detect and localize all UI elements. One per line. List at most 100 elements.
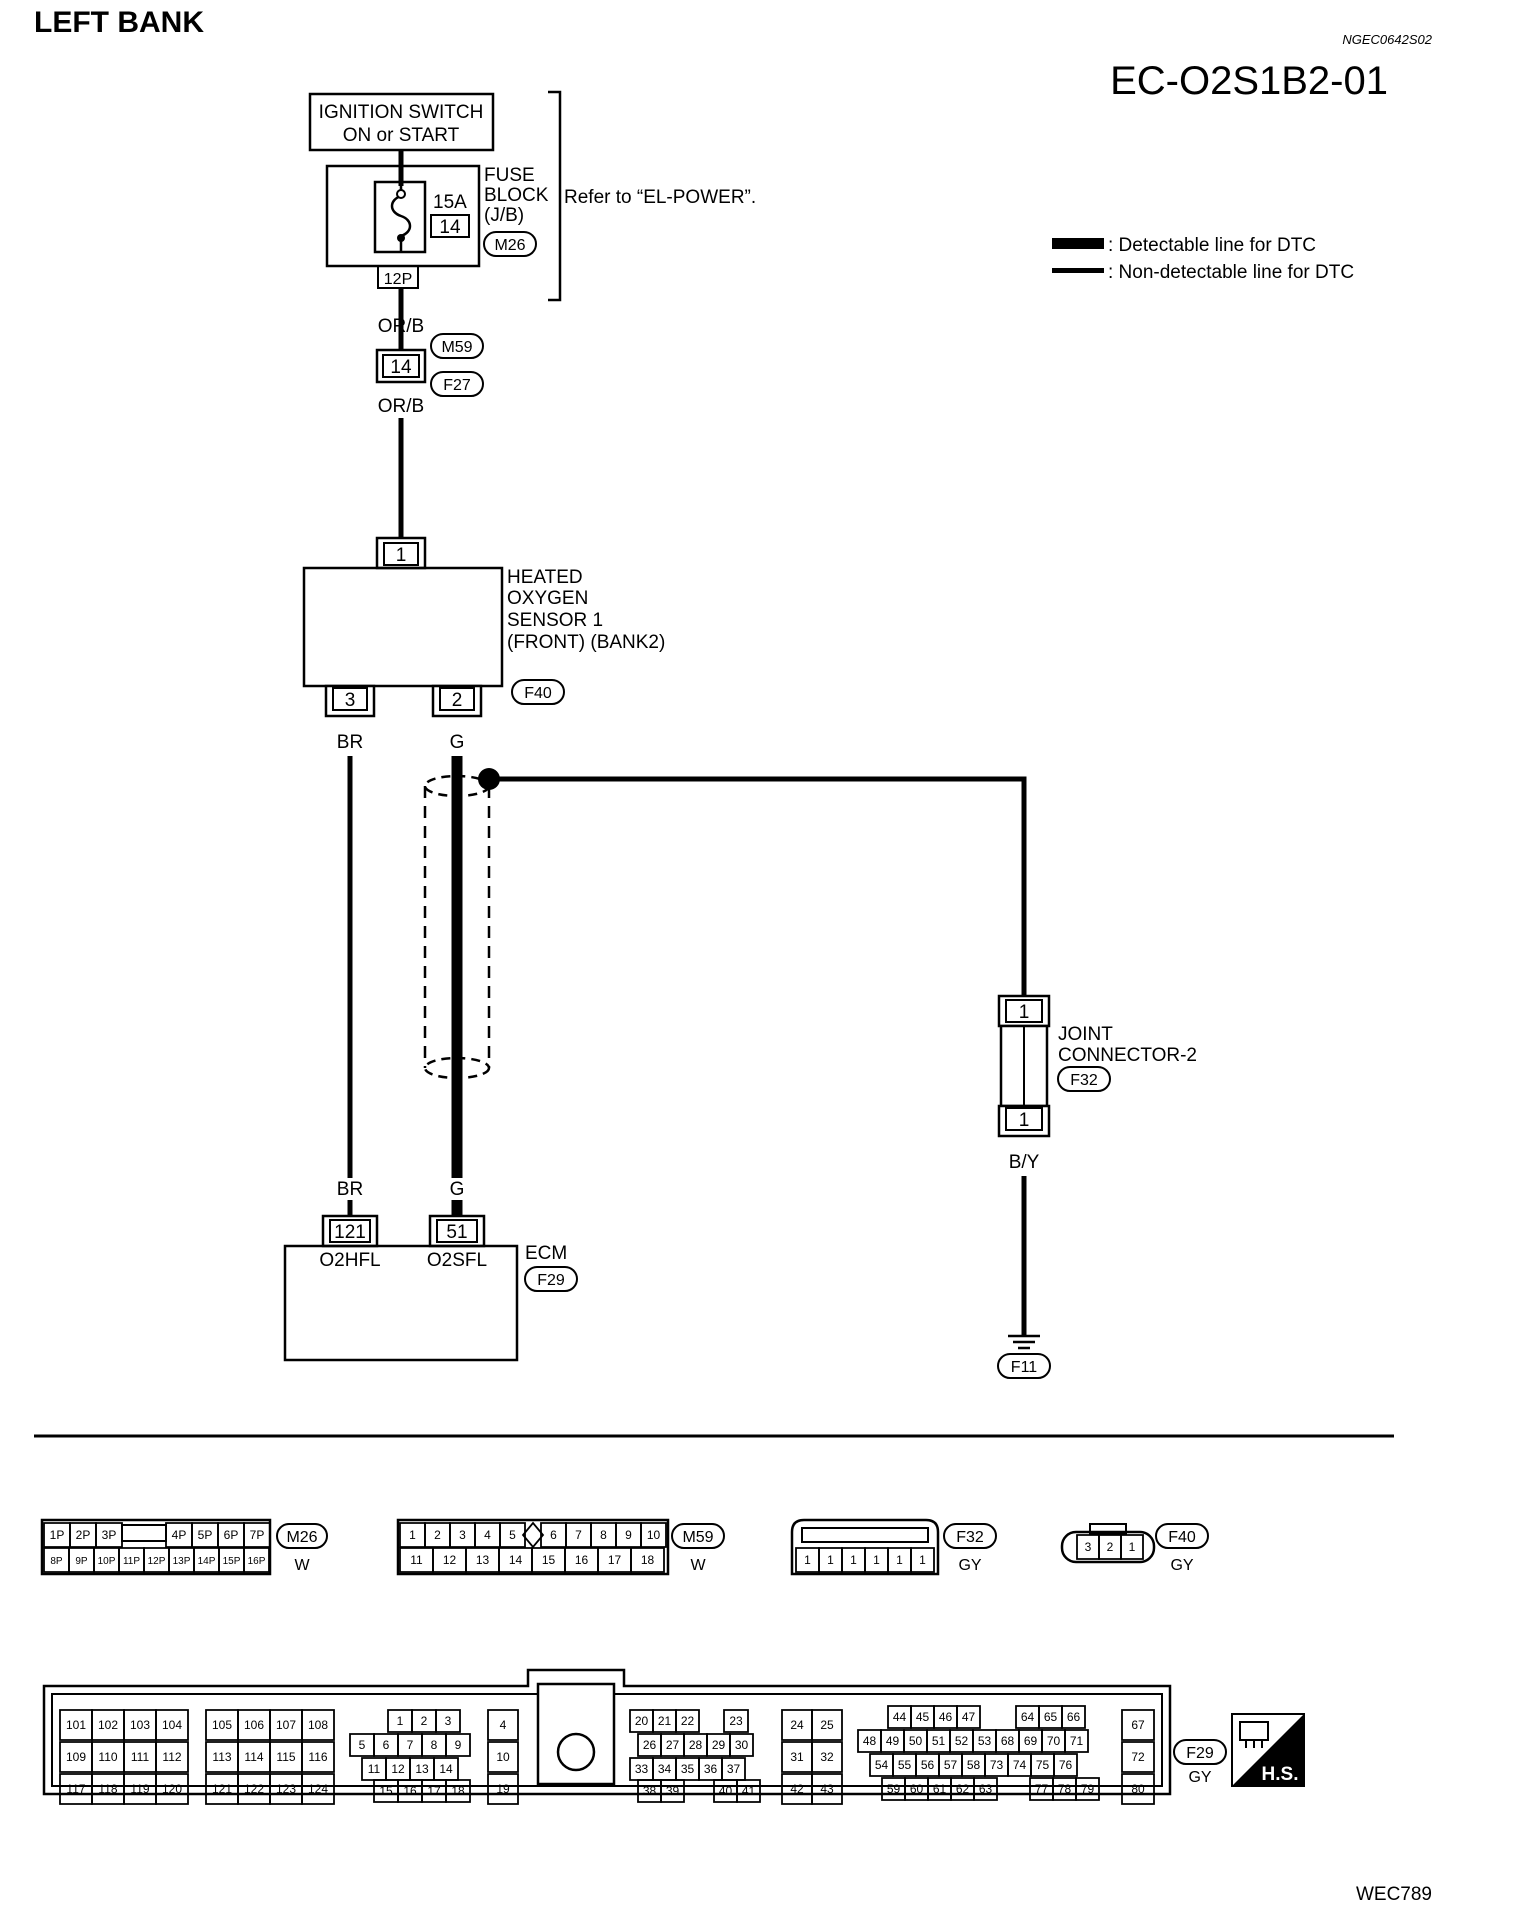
pin-label: 63 [979, 1782, 993, 1796]
joint2-pin-top: 1 [1019, 1002, 1030, 1023]
pin-label: 10 [647, 1528, 661, 1542]
connector-tag-m26-view-label: M26 [286, 1529, 317, 1546]
pin-cell [500, 1523, 525, 1547]
pin-label: 1P [50, 1528, 65, 1542]
pin-cell [641, 1523, 666, 1547]
pin-label: 67 [1131, 1718, 1145, 1732]
legend-non-detectable-label: : Non-detectable line for DTC [1108, 262, 1354, 283]
wire-color-br-top: BR [337, 732, 363, 753]
pin-label: 18 [641, 1553, 655, 1567]
pin-label: 21 [658, 1714, 672, 1728]
pin-label: 34 [658, 1762, 672, 1776]
ignition-switch-label: IGNITION SWITCH [319, 102, 484, 123]
pin-cell [446, 1780, 470, 1802]
pin-12p: 12P [384, 271, 412, 288]
pin-label: 111 [131, 1750, 150, 1764]
pin-label: 4 [500, 1718, 507, 1732]
pin-label: 58 [967, 1758, 981, 1772]
pin-label: 114 [244, 1750, 263, 1764]
pin-cell [1122, 1742, 1154, 1772]
pin-label: 52 [955, 1734, 969, 1748]
ground-f11: F11 [998, 1336, 1050, 1378]
connector-tag-m59 [431, 334, 483, 358]
hs-label: H.S. [1262, 1764, 1299, 1785]
pin-cell [631, 1548, 664, 1572]
pin-label: 64 [1021, 1710, 1035, 1724]
pin-label: 9 [455, 1738, 462, 1752]
joint2-pin-bottom: 1 [1019, 1110, 1030, 1131]
fuse-terminal-bottom [397, 234, 405, 242]
pin-label: 3 [445, 1714, 452, 1728]
fuse-number-box [431, 215, 469, 237]
pin-label: 59 [887, 1782, 901, 1796]
connector-tag-f40 [512, 680, 564, 704]
legend-detectable-swatch [1052, 238, 1104, 249]
pin-cell [812, 1774, 842, 1804]
pin-label: 56 [921, 1758, 935, 1772]
pin-label: 1 [1129, 1540, 1136, 1554]
pin-label: 108 [308, 1718, 328, 1732]
fuse-block-label-3: (J/B) [484, 205, 524, 226]
pin-label: 66 [1067, 1710, 1081, 1724]
pin-label: 1 [409, 1528, 416, 1542]
pin-label: 14 [509, 1553, 523, 1567]
pin-cell [244, 1523, 270, 1547]
pin-label: 14P [198, 1556, 216, 1567]
pin-cell [661, 1780, 684, 1802]
pin-label: 78 [1058, 1782, 1072, 1796]
connector-tag-m26-view [277, 1524, 327, 1548]
ecm-terminal-o2sfl: O2SFL [427, 1250, 487, 1271]
pin-label: 74 [1013, 1758, 1027, 1772]
ground-tag-f11-label: F11 [1011, 1359, 1037, 1376]
shield [425, 768, 500, 1078]
pin-cell [1076, 1778, 1099, 1800]
f32-busbar [802, 1528, 928, 1542]
pin-label: 113 [212, 1750, 231, 1764]
pin-label: 2 [434, 1528, 441, 1542]
wire-color-br-bottom: BR [337, 1179, 363, 1200]
connector-tag-f29 [525, 1267, 577, 1291]
pin-label: 17 [427, 1784, 441, 1798]
pin-label: 10P [98, 1556, 116, 1567]
fuse-block-label-1: FUSE [484, 165, 535, 186]
pin-label: 48 [863, 1734, 877, 1748]
pin-label: 16P [248, 1556, 266, 1567]
pin-label: 20 [635, 1714, 649, 1728]
pin-cell [302, 1710, 334, 1740]
pin-label: 118 [98, 1782, 117, 1796]
sensor-label-3: SENSOR 1 [507, 610, 603, 631]
pin-label: 47 [962, 1710, 976, 1724]
pin-label: 40 [719, 1784, 733, 1798]
pin-label: 12 [391, 1762, 405, 1776]
pin-label: 73 [990, 1758, 1004, 1772]
pin-cell [812, 1710, 842, 1740]
pin-label: 5P [198, 1528, 213, 1542]
f32-color: GY [958, 1557, 981, 1574]
pin-label: 24 [790, 1718, 804, 1732]
pin-label: 105 [212, 1718, 232, 1732]
pin-label: 41 [742, 1784, 756, 1798]
sensor-pin-2: 2 [452, 690, 463, 711]
sensor-label-4: (FRONT) (BANK2) [507, 632, 665, 653]
m26-color: W [294, 1557, 310, 1574]
joint2-label-1: JOINT [1058, 1024, 1113, 1045]
pin-label: 70 [1047, 1734, 1061, 1748]
pin-label: 53 [978, 1734, 992, 1748]
pin-label: 38 [643, 1784, 657, 1798]
pin-label: 109 [66, 1750, 86, 1764]
connector-tag-f29-label: F29 [537, 1272, 565, 1289]
ground-tag-f11 [998, 1354, 1050, 1378]
legend: : Detectable line for DTC : Non-detectab… [1052, 235, 1354, 283]
pin-label: 6 [383, 1738, 390, 1752]
m26-latch [122, 1525, 166, 1541]
pin-label: 8 [600, 1528, 607, 1542]
ignition-switch-state: ON or START [343, 125, 460, 146]
wire-shield-drain [489, 779, 1024, 996]
pin-label: 2P [76, 1528, 91, 1542]
connector-tag-f32-view [944, 1524, 996, 1548]
pin-cell [156, 1742, 188, 1772]
pin-cell [96, 1523, 122, 1547]
